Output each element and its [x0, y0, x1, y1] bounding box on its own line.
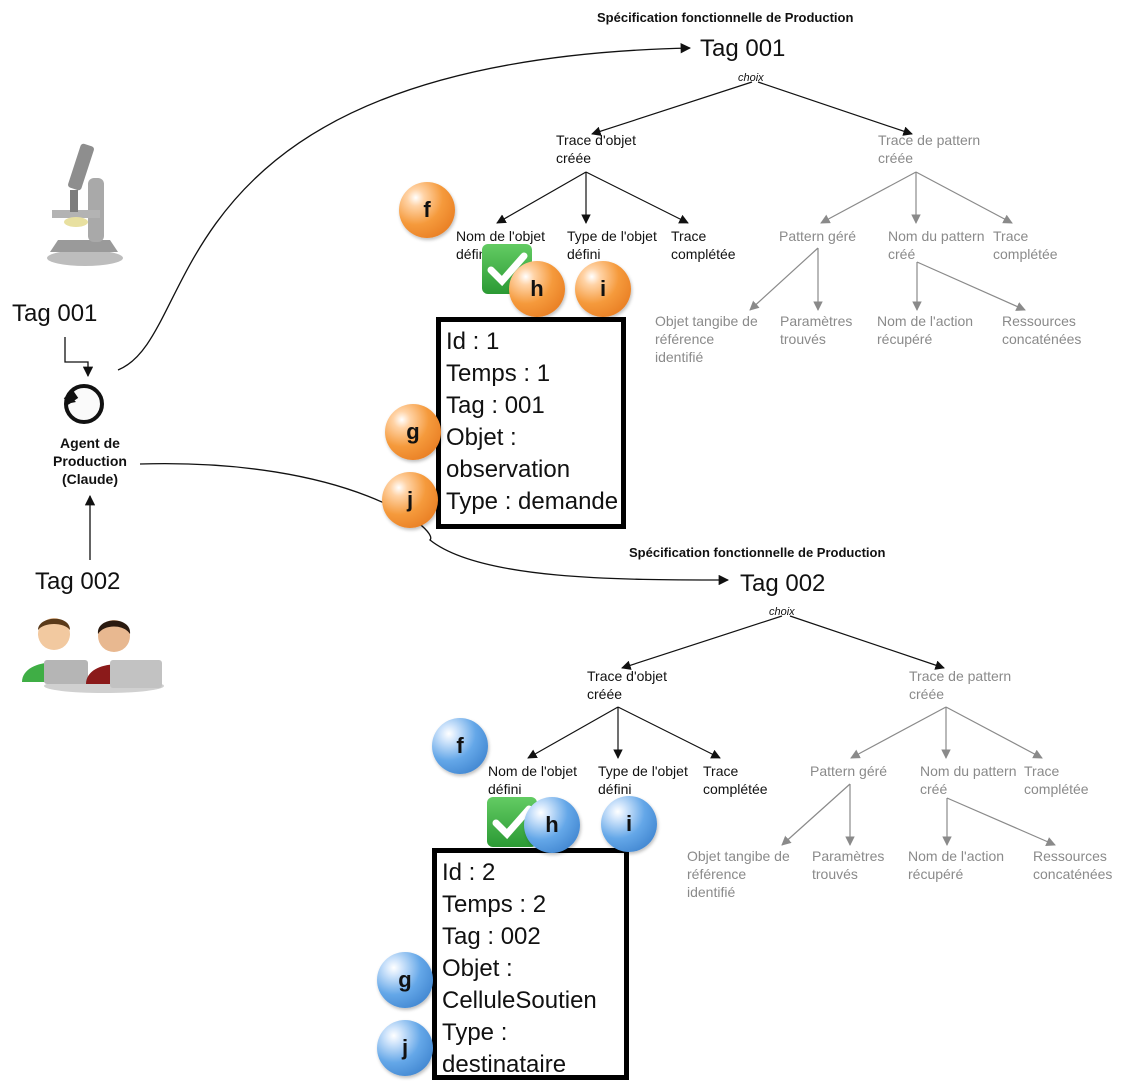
- trace-completee-pattern-node-bottom: Trace complétée: [1024, 763, 1089, 797]
- trace-completee-node-top: Trace complétée: [671, 228, 736, 262]
- record-line: Tag : 002: [442, 923, 541, 950]
- record-line: Id : 1: [446, 328, 500, 355]
- ressources-node-top: Ressources concaténées: [1002, 313, 1082, 347]
- trace-pattern-node-bottom: Trace de pattern créée: [909, 668, 1012, 702]
- agent-label-line-2: Production: [53, 453, 127, 469]
- tag-002-title: Tag 002: [740, 570, 826, 597]
- parametres-node-bottom: Paramètres trouvés: [812, 848, 885, 882]
- record-line: Objet :: [442, 955, 513, 982]
- left-tag-001: Tag 001: [12, 300, 98, 327]
- trace-objet-node-top: Trace d'objet créée: [556, 132, 636, 166]
- left-tag-002: Tag 002: [35, 568, 121, 595]
- spec-title-bottom: Spécification fonctionnelle de Productio…: [629, 545, 886, 560]
- choix-label-bottom: choix: [769, 606, 795, 618]
- type-objet-node-top: Type de l'objet défini: [567, 228, 657, 262]
- record-line: Tag : 001: [446, 392, 545, 419]
- nom-action-node-top: Nom de l'action récupéré: [877, 313, 974, 347]
- agent-label: Agent de Production (Claude): [40, 434, 140, 488]
- badge-i-bottom: i: [601, 796, 657, 852]
- pattern-gere-node-top: Pattern géré: [779, 228, 857, 244]
- badge-g-top: g: [385, 404, 441, 460]
- tag001-to-agent-connector: [64, 337, 94, 378]
- badge-j-top: j: [382, 472, 438, 528]
- badge-h-top: h: [509, 261, 565, 317]
- badge-i-top: i: [575, 261, 631, 317]
- tag-001-title: Tag 001: [700, 35, 786, 62]
- trace-completee-node-bottom: Trace complétée: [703, 763, 768, 797]
- badge-f-top: f: [399, 182, 455, 238]
- nom-pattern-node-bottom: Nom du pattern créé: [920, 763, 1017, 797]
- badge-j-bottom: j: [377, 1020, 433, 1076]
- agent-label-line-3: (Claude): [62, 471, 118, 487]
- objet-tangibe-node-bottom: Objet tangibe de référence identifié: [687, 848, 790, 900]
- nom-pattern-node-top: Nom du pattern créé: [888, 228, 985, 262]
- ressources-node-bottom: Ressources concaténées: [1033, 848, 1113, 882]
- users-icon: [14, 612, 166, 694]
- agent-to-tag001-curve: [117, 43, 692, 371]
- pattern-gere-node-bottom: Pattern géré: [810, 763, 888, 779]
- record-line: destinataire: [442, 1051, 567, 1078]
- trace-objet-node-bottom: Trace d'objet créée: [587, 668, 667, 702]
- choix-label-top: choix: [738, 72, 764, 84]
- record-line: Type : demande: [446, 488, 619, 515]
- trace-completee-pattern-node-top: Trace complétée: [993, 228, 1058, 262]
- spec-title-top: Spécification fonctionnelle de Productio…: [597, 10, 854, 25]
- badge-h-bottom: h: [524, 797, 580, 853]
- record-box-top: Id : 1 Temps : 1 Tag : 001 Objet : obser…: [436, 317, 626, 529]
- record-line: observation: [446, 456, 571, 483]
- badge-g-bottom: g: [377, 952, 433, 1008]
- cycle-icon: [62, 382, 106, 426]
- record-line: Temps : 2: [442, 891, 547, 918]
- objet-tangibe-node-top: Objet tangibe de référence identifié: [655, 313, 758, 365]
- badge-f-bottom: f: [432, 718, 488, 774]
- agent-label-line-1: Agent de: [60, 435, 120, 451]
- microscope-icon: [30, 140, 125, 270]
- nom-objet-node-top: Nom de l'objet défini: [456, 228, 546, 262]
- agent-to-tag002-curve: [139, 463, 730, 586]
- type-objet-node-bottom: Type de l'objet défini: [598, 763, 688, 797]
- nom-action-node-bottom: Nom de l'action récupéré: [908, 848, 1005, 882]
- nom-objet-node-bottom: Nom de l'objet défini: [488, 763, 578, 797]
- record-line: Id : 2: [442, 859, 496, 886]
- record-line: Temps : 1: [446, 360, 551, 387]
- trace-pattern-node-top: Trace de pattern créée: [878, 132, 981, 166]
- record-line: CelluleSoutien: [442, 987, 597, 1014]
- parametres-node-top: Paramètres trouvés: [780, 313, 853, 347]
- record-line: Type :: [442, 1019, 508, 1046]
- record-box-bottom: Id : 2 Temps : 2 Tag : 002 Objet : Cellu…: [432, 848, 629, 1080]
- record-line: Objet :: [446, 424, 517, 451]
